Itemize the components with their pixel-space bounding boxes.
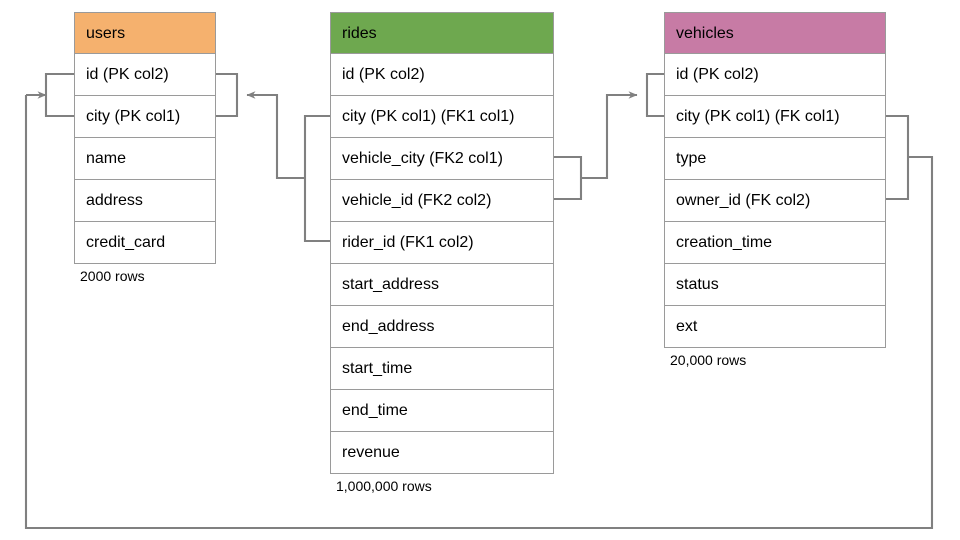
table-users-header: users: [74, 12, 216, 54]
table-rides-column-end-time: end_time: [330, 390, 554, 432]
table-vehicles-column-city: city (PK col1) (FK col1): [664, 96, 886, 138]
table-vehicles-column-status: status: [664, 264, 886, 306]
table-rides-header: rides: [330, 12, 554, 54]
table-users[interactable]: users id (PK col2) city (PK col1) name a…: [74, 12, 216, 264]
table-vehicles-row-count: 20,000 rows: [670, 352, 747, 368]
edge-rides-fk2-to-vehicles: [554, 91, 638, 201]
table-vehicles-column-creation-time: creation_time: [664, 222, 886, 264]
table-vehicles-column-type: type: [664, 138, 886, 180]
edge-users-right-bracket: [216, 72, 239, 118]
table-rides-column-revenue: revenue: [330, 432, 554, 474]
table-users-row-count: 2000 rows: [80, 268, 145, 284]
table-rides-column-vehicle-city: vehicle_city (FK2 col1): [330, 138, 554, 180]
table-rides-column-end-address: end_address: [330, 306, 554, 348]
edge-vehicles-left-bracket: [645, 72, 664, 118]
table-rides[interactable]: rides id (PK col2) city (PK col1) (FK1 c…: [330, 12, 554, 474]
table-rides-column-city: city (PK col1) (FK1 col1): [330, 96, 554, 138]
table-rides-column-rider-id: rider_id (FK1 col2): [330, 222, 554, 264]
table-vehicles-column-owner-id: owner_id (FK col2): [664, 180, 886, 222]
table-vehicles-column-id: id (PK col2): [664, 54, 886, 96]
table-rides-column-vehicle-id: vehicle_id (FK2 col2): [330, 180, 554, 222]
table-rides-column-start-time: start_time: [330, 348, 554, 390]
table-rides-column-start-address: start_address: [330, 264, 554, 306]
table-users-column-city: city (PK col1): [74, 96, 216, 138]
table-users-column-address: address: [74, 180, 216, 222]
table-rides-row-count: 1,000,000 rows: [336, 478, 432, 494]
table-vehicles[interactable]: vehicles id (PK col2) city (PK col1) (FK…: [664, 12, 886, 348]
edge-users-left-bracket: [26, 72, 74, 118]
table-rides-column-id: id (PK col2): [330, 54, 554, 96]
table-users-column-name: name: [74, 138, 216, 180]
table-users-column-credit-card: credit_card: [74, 222, 216, 264]
table-vehicles-column-ext: ext: [664, 306, 886, 348]
table-users-column-id: id (PK col2): [74, 54, 216, 96]
table-vehicles-header: vehicles: [664, 12, 886, 54]
edge-rides-fk1-to-users: [246, 91, 330, 243]
